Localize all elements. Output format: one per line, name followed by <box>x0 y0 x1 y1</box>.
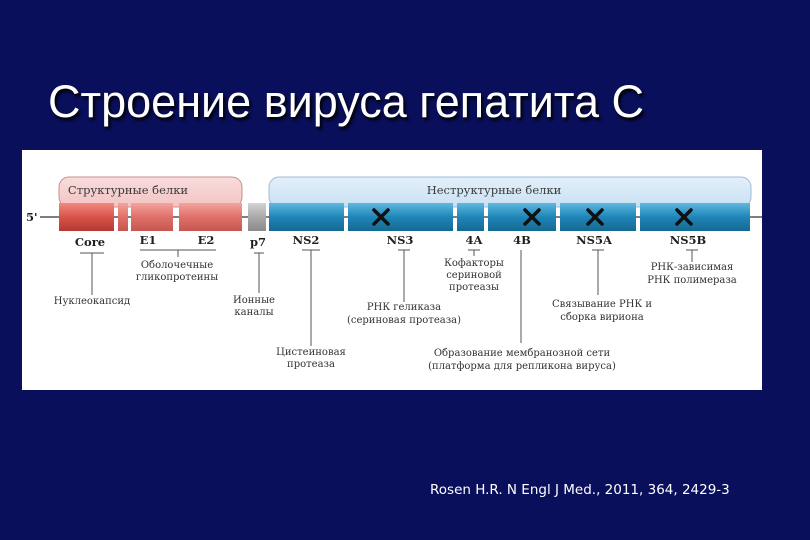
segment-e2 <box>179 203 242 231</box>
desc-ion-line2: каналы <box>234 307 273 318</box>
desc-glyco-line1: Оболочечные <box>141 260 213 271</box>
structural-header-label: Структурные белки <box>68 183 188 197</box>
desc-glyco-line2: гликопротеины <box>136 272 218 283</box>
gene-label-ns3: NS3 <box>387 233 414 247</box>
segment-ns5b <box>640 203 750 231</box>
desc-cysteine-line2: протеаза <box>287 359 335 370</box>
nonstructural-header-label: Неструктурные белки <box>427 183 562 197</box>
gene-label-ns4b: 4B <box>513 233 531 247</box>
segment-ns3 <box>348 203 453 231</box>
gene-label-e2: E2 <box>198 233 215 247</box>
segment-p7 <box>248 203 266 231</box>
gene-label-ns2: NS2 <box>293 233 320 247</box>
desc-membrane-line2: (платформа для репликона вируса) <box>428 361 616 372</box>
desc-cofactor-line3: протеазы <box>449 282 499 293</box>
x-marker-ns3 <box>372 208 390 226</box>
desc-cysteine-line1: Цистеиновая <box>276 347 346 358</box>
genome-figure: Структурные белки Неструктурные белки 5'… <box>22 150 762 390</box>
desc-polymerase-line2: РНК полимераза <box>647 275 737 286</box>
hcv-genome-diagram: Структурные белки Неструктурные белки 5'… <box>26 176 762 372</box>
gene-label-e1: E1 <box>140 233 157 247</box>
segment-ns4a <box>457 203 484 231</box>
desc-ion-line1: Ионные <box>233 295 275 306</box>
five-prime-label: 5' <box>26 210 38 224</box>
leader-lines <box>80 249 698 346</box>
gene-label-core: Core <box>75 235 105 249</box>
desc-cofactor-line2: сериновой <box>446 270 502 281</box>
desc-helicase-line2: (сериновая протеаза) <box>347 315 461 326</box>
gene-label-ns5a: NS5A <box>576 233 613 247</box>
desc-nucleocapsid: Нуклеокапсид <box>54 296 130 307</box>
x-marker-ns5b <box>675 208 693 226</box>
x-marker-ns4b <box>523 208 541 226</box>
segment-spacer-1 <box>118 203 128 231</box>
x-marker-ns5a <box>586 208 604 226</box>
desc-binding-line2: сборка вириона <box>560 312 643 323</box>
desc-membrane-line1: Образование мембранозной сети <box>434 348 611 359</box>
gene-label-p7: p7 <box>250 235 266 249</box>
segment-e1 <box>131 203 173 231</box>
citation: Rosen H.R. N Engl J Med., 2011, 364, 242… <box>430 482 730 498</box>
segment-core <box>59 203 114 231</box>
desc-helicase-line1: РНК геликаза <box>367 302 441 313</box>
segment-ns2 <box>269 203 344 231</box>
desc-polymerase-line1: РНК-зависимая <box>651 262 734 273</box>
desc-binding-line1: Связывание РНК и <box>552 299 652 310</box>
gene-label-ns4a: 4A <box>466 233 484 247</box>
slide-title: Строение вируса гепатита С <box>48 76 645 127</box>
desc-cofactor-line1: Кофакторы <box>444 258 504 269</box>
segment-ns5a <box>560 203 636 231</box>
segment-ns4b <box>488 203 556 231</box>
gene-label-ns5b: NS5B <box>670 233 707 247</box>
